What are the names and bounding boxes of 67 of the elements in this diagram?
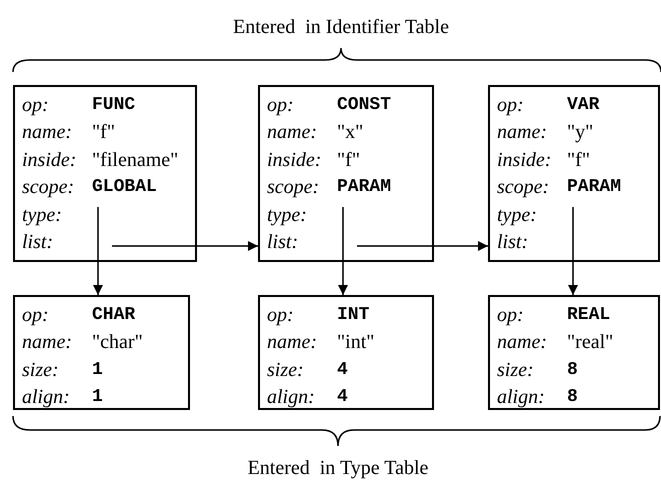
field-value: PARAM: [337, 176, 392, 200]
field-value: "y": [567, 120, 594, 144]
field-label: name:: [267, 120, 318, 144]
field-value: PARAM: [567, 176, 622, 200]
field-value: CONST: [337, 94, 392, 117]
record-box: [258, 85, 434, 262]
field-value: CHAR: [92, 304, 136, 327]
field-label: align:: [267, 385, 316, 410]
field-label: name:: [497, 330, 548, 354]
field-label: op:: [497, 302, 525, 327]
field-label: name:: [22, 120, 73, 144]
field-value: 1: [92, 386, 103, 410]
field-value: "real": [567, 330, 614, 354]
field-label: size:: [267, 358, 305, 382]
field-label: size:: [22, 358, 60, 382]
field-label: list:: [497, 230, 530, 254]
field-value: INT: [337, 304, 370, 327]
record-box: [488, 295, 660, 410]
field-value: 8: [567, 358, 578, 382]
field-label: name:: [22, 330, 73, 354]
field-label: list:: [22, 230, 54, 254]
field-label: type:: [22, 202, 63, 227]
field-label: inside:: [22, 148, 78, 172]
field-label: op:: [497, 92, 525, 117]
field-label: align:: [497, 385, 546, 410]
field-label: op:: [22, 302, 50, 327]
record-box: [258, 295, 434, 410]
field-value: "f": [92, 120, 115, 144]
field-value: REAL: [567, 304, 610, 327]
field-value: 1: [92, 358, 103, 382]
brace-caption: Entered in Identifier Table: [232, 15, 450, 39]
field-value: "f": [567, 148, 590, 172]
field-label: op:: [22, 92, 50, 117]
arrow: [357, 241, 488, 251]
field-value: "f": [337, 148, 360, 172]
field-label: scope:: [497, 175, 550, 200]
field-label: scope:: [267, 175, 320, 200]
field-value: 8: [567, 386, 578, 410]
field-label: size:: [497, 358, 535, 382]
arrow: [338, 207, 348, 295]
field-value: "filename": [92, 148, 178, 172]
field-label: op:: [267, 302, 295, 327]
arrow: [112, 241, 258, 251]
field-value: "x": [337, 120, 364, 144]
field-value: VAR: [567, 94, 600, 117]
field-label: align:: [22, 385, 71, 410]
field-label: scope:: [22, 175, 76, 200]
field-label: type:: [497, 202, 538, 227]
field-value: 4: [337, 358, 348, 382]
brace-caption: Entered in Type Table: [246, 456, 430, 480]
field-label: name:: [267, 330, 318, 354]
record-box: [13, 295, 190, 410]
field-label: inside:: [267, 148, 322, 172]
field-label: name:: [497, 120, 548, 144]
field-label: op:: [267, 92, 295, 117]
record-box: [13, 85, 197, 262]
record-box: [488, 85, 660, 262]
field-label: type:: [267, 202, 308, 227]
field-value: "char": [92, 330, 143, 354]
arrow: [568, 207, 578, 295]
arrow: [93, 207, 103, 295]
field-label: list:: [267, 230, 300, 254]
field-value: FUNC: [92, 94, 136, 117]
field-label: inside:: [497, 148, 552, 172]
field-value: GLOBAL: [92, 176, 157, 200]
field-value: 4: [337, 386, 348, 410]
field-value: "int": [337, 330, 374, 354]
